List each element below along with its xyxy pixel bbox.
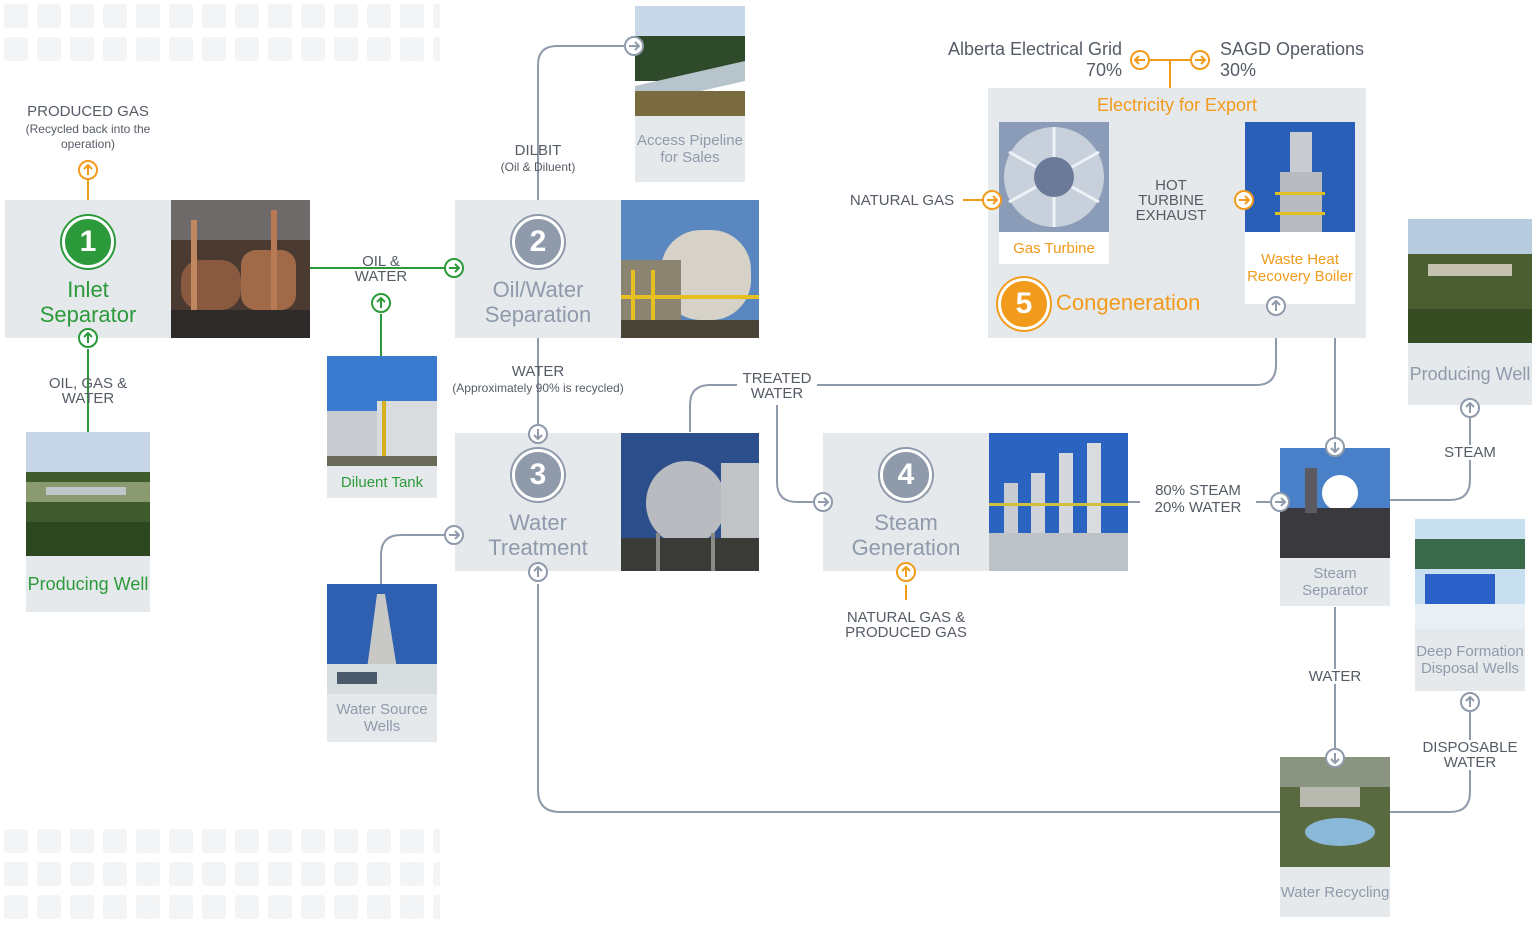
water-note: (Approximately 90% is recycled) — [452, 381, 624, 395]
water-treatment-title: Water Treatment — [488, 510, 588, 560]
arrow-down-icon — [1325, 748, 1345, 768]
steam-separator-photo — [1280, 448, 1390, 558]
gas-turbine-photo — [999, 122, 1109, 232]
arrow-up-icon — [78, 328, 98, 348]
deep-formation-caption: Deep Formation Disposal Wells — [1415, 629, 1525, 691]
producing-well-left-caption: Producing Well — [26, 556, 150, 612]
water-label: WATER — [511, 363, 565, 380]
arrow-up-icon — [1460, 398, 1480, 418]
arrow-up-icon — [528, 562, 548, 582]
water-recycling-photo — [1280, 757, 1390, 867]
diluent-tank-photo — [327, 356, 437, 466]
oil-gas-water-label: OIL, GAS & WATER — [48, 375, 128, 407]
inlet-separator-title: Inlet Separator — [39, 277, 137, 327]
oil-water-separation-photo — [621, 200, 759, 338]
producing-well-left-photo — [26, 432, 150, 556]
diluent-tank-caption: Diluent Tank — [327, 466, 437, 498]
waste-heat-boiler-photo — [1245, 122, 1355, 232]
arrow-right-icon — [624, 36, 644, 56]
natural-produced-gas-label: NATURAL GAS & PRODUCED GAS — [845, 609, 967, 641]
arrow-right-icon — [1234, 190, 1254, 210]
gas-turbine-caption: Gas Turbine — [999, 232, 1109, 264]
waste-heat-boiler-caption: Waste Heat Recovery Boiler — [1245, 232, 1355, 304]
access-pipeline-caption: Access Pipeline for Sales — [635, 116, 745, 182]
steam-separator-caption: Steam Separator — [1280, 558, 1390, 606]
stage-1-badge: 1 — [62, 216, 114, 268]
oil-water-label: OIL & WATER — [354, 253, 408, 285]
stage-2-badge: 2 — [512, 216, 564, 268]
produced-gas-note: (Recycled back into the operation) — [25, 122, 151, 151]
arrow-right-icon — [813, 492, 833, 512]
electricity-export-label: Electricity for Export — [1096, 95, 1258, 115]
dilbit-note: (Oil & Diluent) — [500, 160, 576, 174]
arrow-up-icon — [1460, 692, 1480, 712]
alberta-grid-label: Alberta Electrical Grid — [947, 39, 1122, 59]
arrow-right-icon — [444, 525, 464, 545]
produced-gas-label: PRODUCED GAS — [27, 103, 149, 120]
oil-water-separation-title: Oil/Water Separation — [484, 277, 592, 327]
steam-generation-title: Steam Generation — [851, 510, 961, 560]
deep-formation-photo — [1415, 519, 1525, 629]
arrow-right-icon — [444, 258, 464, 278]
dilbit-label: DILBIT — [514, 142, 562, 159]
decorative-dot-grid-bottom — [0, 825, 440, 922]
steam-mix-label-2: 20% WATER — [1140, 500, 1256, 515]
stage-5-badge: 5 — [998, 278, 1050, 330]
producing-well-right-photo — [1408, 219, 1532, 343]
cogeneration-title: Congeneration — [1056, 290, 1201, 315]
arrow-down-icon — [528, 424, 548, 444]
alberta-pct-label: 70% — [1085, 60, 1122, 80]
stage-3-badge: 3 — [512, 449, 564, 501]
arrow-right-icon — [1190, 50, 1210, 70]
water-right-label: WATER — [1295, 669, 1375, 684]
steam-generation-photo — [989, 433, 1128, 571]
hot-turbine-exhaust-label: HOT TURBINE EXHAUST — [1135, 177, 1207, 224]
natural-gas-label: NATURAL GAS — [849, 192, 955, 209]
arrow-right-icon — [1270, 492, 1290, 512]
steam-label: STEAM — [1430, 445, 1510, 460]
disposable-water-label: DISPOSABLE WATER — [1415, 740, 1525, 770]
arrow-up-icon — [371, 293, 391, 313]
water-treatment-photo — [621, 433, 759, 571]
sagd-ops-label: SAGD Operations — [1220, 39, 1365, 59]
water-recycling-caption: Water Recycling — [1280, 867, 1390, 917]
arrow-down-icon — [1325, 437, 1345, 457]
treated-water-label: TREATED WATER — [737, 371, 817, 401]
inlet-separator-photo — [171, 200, 310, 338]
access-pipeline-photo — [635, 6, 745, 116]
decorative-dot-grid-top — [0, 0, 440, 70]
water-source-wells-caption: Water Source Wells — [327, 694, 437, 742]
sagd-pct-label: 30% — [1220, 60, 1257, 80]
arrow-left-icon — [1130, 50, 1150, 70]
arrow-up-icon — [1266, 296, 1286, 316]
producing-well-right-caption: Producing Well — [1408, 343, 1532, 405]
stage-4-badge: 4 — [880, 449, 932, 501]
arrow-up-icon — [896, 562, 916, 582]
steam-mix-label-1: 80% STEAM — [1140, 483, 1256, 498]
arrow-right-icon — [982, 190, 1002, 210]
water-source-wells-photo — [327, 584, 437, 694]
arrow-up-icon — [78, 160, 98, 180]
